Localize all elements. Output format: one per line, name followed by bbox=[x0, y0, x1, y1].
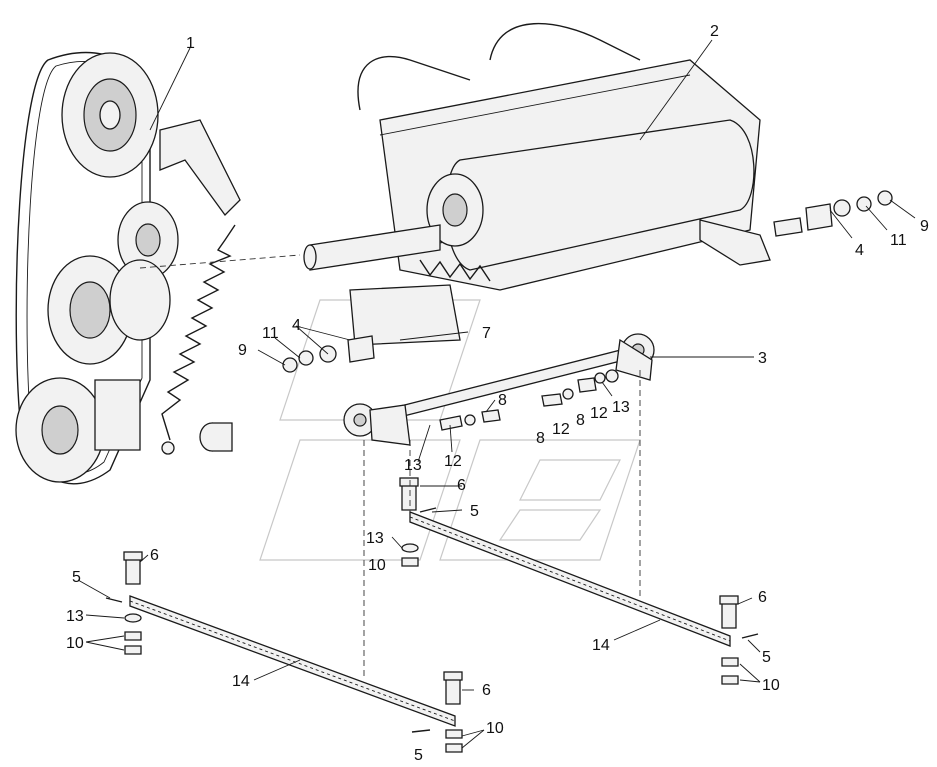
cylinder-housing bbox=[303, 22, 771, 346]
callout-10-center: 10 bbox=[368, 557, 386, 574]
callout-10-left: 10 bbox=[66, 635, 84, 652]
alignment-lines bbox=[139, 254, 641, 680]
belt-drive-assembly bbox=[15, 51, 241, 485]
callout-12-center: 12 bbox=[444, 453, 462, 470]
sprocket-shaft bbox=[343, 333, 655, 446]
callout-5-bottom: 5 bbox=[414, 747, 423, 764]
callout-13-chain: 13 bbox=[366, 530, 384, 547]
callout-7: 7 bbox=[482, 325, 491, 342]
callout-12-lower: 12 bbox=[552, 421, 570, 438]
callout-6-right: 6 bbox=[758, 589, 767, 606]
callout-11-left: 11 bbox=[262, 325, 279, 342]
callout-9-right: 9 bbox=[920, 218, 929, 235]
callout-11-right: 11 bbox=[890, 232, 907, 249]
callout-labels: 1 2 3 4 4 5 5 5 5 6 6 6 6 7 8 8 8 9 9 10… bbox=[66, 23, 929, 764]
callout-9-left: 9 bbox=[238, 342, 247, 359]
callout-5-left: 5 bbox=[72, 569, 81, 586]
callout-3: 3 bbox=[758, 350, 767, 367]
callout-13-left: 13 bbox=[66, 608, 84, 625]
callout-5-right: 5 bbox=[762, 649, 771, 666]
roller-chain-left bbox=[129, 595, 456, 727]
callout-10-right: 10 bbox=[762, 677, 780, 694]
callout-1: 1 bbox=[186, 35, 195, 52]
callout-6-left: 6 bbox=[150, 547, 159, 564]
callout-4-right: 4 bbox=[855, 242, 864, 259]
roller-chain-right bbox=[409, 511, 731, 647]
callout-8-center: 8 bbox=[498, 392, 507, 409]
callout-13-center: 13 bbox=[404, 457, 422, 474]
callout-14-left: 14 bbox=[232, 673, 250, 690]
callout-2: 2 bbox=[710, 23, 719, 40]
callout-4-left: 4 bbox=[292, 317, 301, 334]
leader-lines bbox=[77, 39, 916, 749]
callout-5-center: 5 bbox=[470, 503, 479, 520]
callout-8-lower: 8 bbox=[536, 430, 545, 447]
callout-8-right: 8 bbox=[576, 412, 585, 429]
callout-6-bottom: 6 bbox=[482, 682, 491, 699]
loose-hardware bbox=[282, 190, 893, 431]
callout-12-right: 12 bbox=[590, 405, 608, 422]
callout-6-center: 6 bbox=[457, 477, 466, 494]
callout-13-right: 13 bbox=[612, 399, 630, 416]
callout-14-right: 14 bbox=[592, 637, 610, 654]
chain-fasteners bbox=[105, 477, 759, 753]
callout-10-bottom: 10 bbox=[486, 720, 504, 737]
